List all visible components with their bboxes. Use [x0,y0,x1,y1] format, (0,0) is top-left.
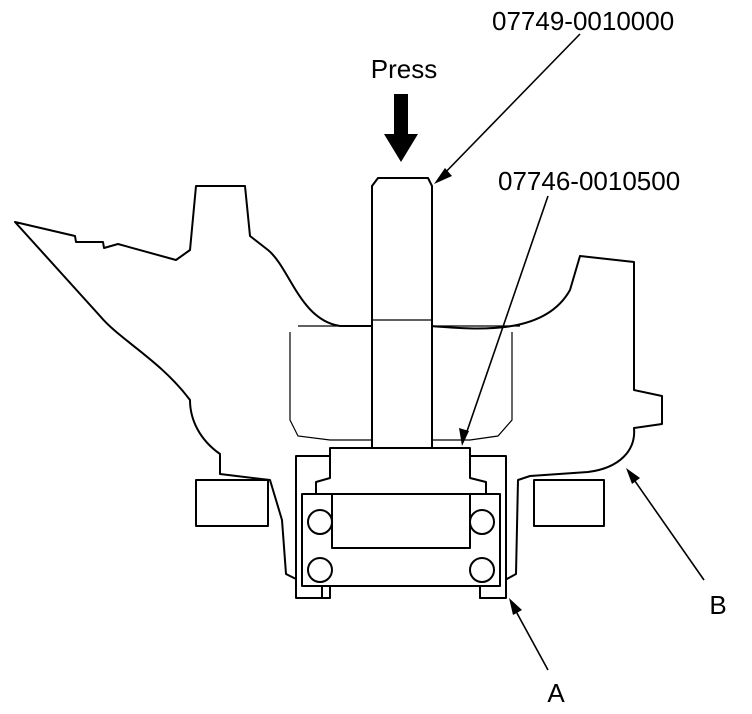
tool-upper-label: 07749-0010000 [492,6,674,36]
leader-line-lower [463,195,549,441]
leader-arrowhead-b [626,468,640,484]
leader-line-b [629,473,705,581]
tool-lower-label: 07746-0010500 [498,166,680,196]
bearing-ball [469,557,495,583]
attachment-tool [315,447,487,495]
bearing-inner-race [331,493,471,549]
bearing-ball [307,557,333,583]
press-label: Press [371,54,437,84]
arrow-down-icon [384,94,418,162]
leader-arrowhead-lower [459,428,469,446]
bearing-ball [469,509,495,535]
driver-tool [371,177,433,449]
bearing-ball [307,509,333,535]
left-mount-block [195,479,269,527]
leader-line-a [511,603,549,671]
leader-arrowhead-upper [434,168,452,184]
point-a-label: A [547,678,565,708]
point-b-label: B [709,590,726,620]
leader-line-upper [437,33,581,181]
right-mount-block [533,479,605,527]
leader-arrowhead-a [509,598,522,615]
